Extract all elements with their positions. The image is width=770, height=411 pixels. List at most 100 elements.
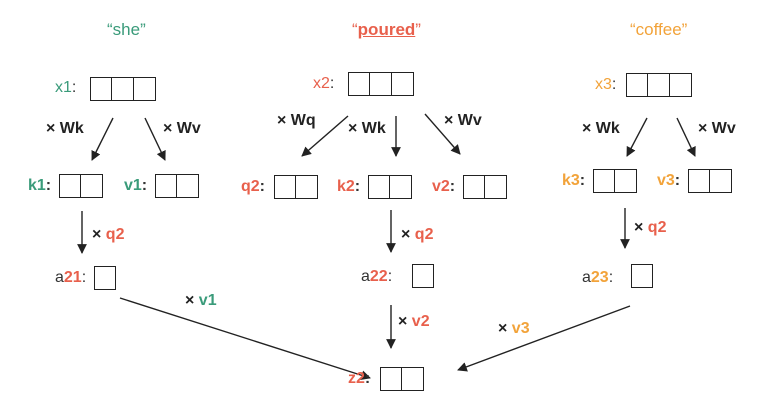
- vector-cell: [380, 367, 402, 391]
- label-k2: k2:: [337, 178, 360, 196]
- a23-index: 23: [590, 269, 609, 286]
- label-v3: v3:: [657, 172, 680, 190]
- vector-x1: [90, 77, 156, 101]
- vector-cell: [155, 174, 177, 198]
- label-a23: a23:: [582, 269, 613, 287]
- vector-cell: [390, 175, 412, 199]
- colon: :: [45, 177, 52, 194]
- op-x1-wv: × Wv: [163, 120, 201, 137]
- arrow-a23-z2: [457, 305, 631, 372]
- colon: :: [387, 268, 393, 285]
- vector-q2: [274, 175, 318, 199]
- word-poured: “poured”: [352, 20, 421, 40]
- label-k3: k3:: [562, 172, 585, 190]
- op-q2: q2: [414, 226, 434, 243]
- colon: :: [579, 172, 586, 189]
- vector-cell: [631, 264, 653, 288]
- a-prefix: a: [55, 269, 64, 286]
- label-x2-text: x2: [313, 75, 330, 92]
- op-x2-wv: × Wv: [444, 112, 482, 129]
- vector-k3: [593, 169, 637, 193]
- arrow-x1-k1: [91, 117, 114, 161]
- label-x1: x1:: [55, 79, 76, 97]
- arrow-x2-q2: [301, 115, 349, 157]
- word-poured-close-quote: ”: [415, 20, 421, 39]
- vector-cell: [94, 266, 116, 290]
- vector-v3: [688, 169, 732, 193]
- label-k3-text: k3: [562, 172, 580, 189]
- vector-cell: [392, 72, 414, 96]
- vector-cell: [593, 169, 615, 193]
- label-v2: v2:: [432, 178, 455, 196]
- vector-cell: [688, 169, 710, 193]
- colon: :: [674, 172, 681, 189]
- vector-z2: [380, 367, 424, 391]
- op-times-v1: × v1: [185, 292, 217, 310]
- arrow-x3-k3: [626, 117, 648, 157]
- label-q2-text: q2: [241, 178, 260, 195]
- a21-index: 21: [63, 269, 82, 286]
- label-v2-text: v2: [432, 178, 450, 195]
- op-q2: q2: [647, 219, 667, 236]
- vector-cell: [463, 175, 485, 199]
- times-sign: ×: [498, 320, 508, 337]
- label-k1-text: k1: [28, 177, 46, 194]
- vector-x2: [348, 72, 414, 96]
- scalar-a22: [412, 264, 434, 288]
- arrow-x3-v3: [676, 117, 696, 157]
- times-sign: ×: [92, 226, 102, 243]
- word-poured-text: poured: [357, 20, 416, 39]
- vector-x3: [626, 73, 692, 97]
- vector-cell: [402, 367, 424, 391]
- vector-cell: [670, 73, 692, 97]
- label-x3-text: x3: [595, 76, 612, 93]
- scalar-a23: [631, 264, 653, 288]
- word-coffee: “coffee”: [630, 20, 688, 39]
- op-x3-wk: × Wk: [582, 120, 620, 137]
- op-v3: v3: [511, 320, 530, 337]
- vector-cell: [134, 77, 156, 101]
- op-times-q2-col1: × q2: [92, 226, 124, 244]
- times-sign: ×: [185, 292, 195, 309]
- op-times-q2-col3: × q2: [634, 219, 666, 237]
- times-sign: ×: [634, 219, 644, 236]
- a22-index: 22: [369, 268, 388, 285]
- vector-cell: [90, 77, 112, 101]
- op-times-q2-col2: × q2: [401, 226, 433, 244]
- vector-cell: [177, 174, 199, 198]
- times-sign: ×: [401, 226, 411, 243]
- op-v1: v1: [198, 292, 217, 309]
- vector-k2: [368, 175, 412, 199]
- arrow-a21-z2: [119, 297, 371, 380]
- colon: :: [259, 178, 265, 195]
- label-v1: v1:: [124, 177, 147, 195]
- vector-v2: [463, 175, 507, 199]
- vector-cell: [296, 175, 318, 199]
- op-x2-wk: × Wk: [348, 120, 386, 137]
- label-a21: a21:: [55, 269, 86, 287]
- op-x3-wv: × Wv: [698, 120, 736, 137]
- colon: :: [608, 269, 614, 286]
- op-q2: q2: [105, 226, 125, 243]
- word-poured-open-quote: “: [352, 20, 358, 39]
- times-sign: ×: [398, 313, 408, 330]
- arrow-x2-v2: [424, 113, 461, 155]
- op-times-v3: × v3: [498, 320, 530, 338]
- vector-cell: [348, 72, 370, 96]
- label-z2-text: z2: [348, 370, 365, 387]
- colon: :: [364, 370, 371, 387]
- label-v1-text: v1: [124, 177, 142, 194]
- op-times-v2: × v2: [398, 313, 430, 331]
- colon: :: [354, 178, 361, 195]
- vector-cell: [274, 175, 296, 199]
- label-k1: k1:: [28, 177, 51, 195]
- op-x2-wq: × Wq: [277, 112, 316, 129]
- vector-cell: [59, 174, 81, 198]
- arrow-x1-v1: [144, 117, 166, 161]
- label-x1-text: x1: [55, 79, 72, 96]
- vector-cell: [81, 174, 103, 198]
- label-q2: q2:: [241, 178, 265, 196]
- label-x2: x2:: [313, 75, 334, 93]
- colon: :: [329, 75, 335, 92]
